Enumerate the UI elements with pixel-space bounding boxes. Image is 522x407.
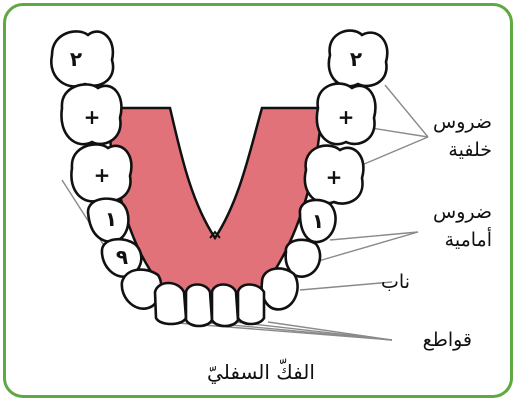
label-front-teeth: ضروس أمامية bbox=[433, 198, 492, 254]
label-canine: ناب bbox=[381, 268, 410, 296]
label-incisors: قواطع bbox=[423, 326, 472, 354]
incisor-1 bbox=[155, 283, 186, 324]
mark-left-premolar-2: ٩ bbox=[116, 245, 128, 269]
label-back-teeth-line2: خلفية bbox=[433, 136, 492, 164]
diagram-title: الفكّ السفليّ bbox=[0, 358, 522, 386]
mark-left-molar-2: + bbox=[84, 105, 101, 129]
mark-right-molar-2: + bbox=[338, 105, 355, 129]
label-front-teeth-line2: أمامية bbox=[433, 226, 492, 254]
label-back-teeth-line1: ضروس bbox=[433, 108, 492, 136]
mark-right-molar-1: ٢ bbox=[350, 47, 362, 71]
left-molar-1 bbox=[51, 31, 113, 86]
incisors bbox=[155, 283, 264, 326]
right-canine bbox=[262, 268, 298, 309]
incisor-4 bbox=[238, 285, 264, 325]
label-front-teeth-line1: ضروس bbox=[433, 198, 492, 226]
incisor-3 bbox=[212, 285, 238, 327]
mark-left-molar-1: ٢ bbox=[70, 47, 82, 71]
label-back-teeth: ضروس خلفية bbox=[433, 108, 492, 164]
mark-right-premolar-1: ١ bbox=[312, 209, 324, 233]
mark-left-molar-3: + bbox=[94, 163, 111, 187]
mark-left-premolar-1: ١ bbox=[105, 207, 117, 231]
mark-right-molar-3: + bbox=[326, 165, 343, 189]
incisor-2 bbox=[186, 285, 212, 327]
